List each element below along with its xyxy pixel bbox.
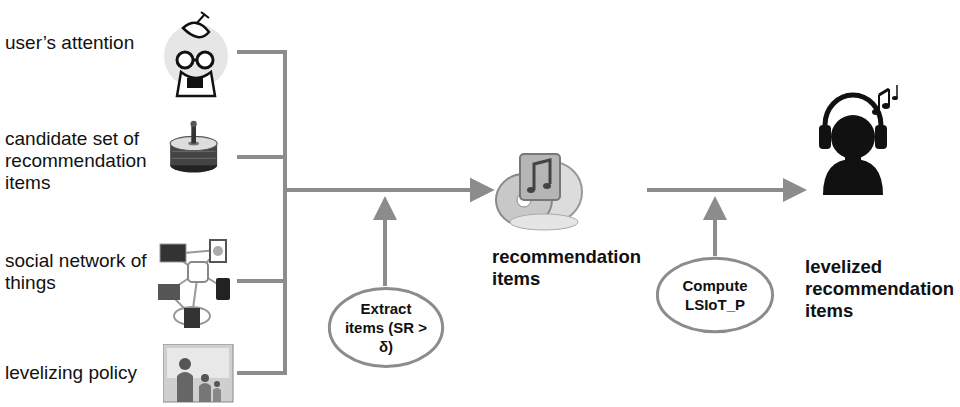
node-label: social network of things [5,250,162,294]
node-label: Extract items (SR > δ) [327,299,445,356]
item-icon [492,148,584,234]
item-icon [813,84,903,196]
flow-arrow [237,157,490,190]
item-node: levelized recommendation items [805,84,957,336]
flow-arrow [237,190,490,373]
node-label: user’s attention [5,32,162,54]
item-node: social network of things [5,228,237,334]
node-label: recommendation items [492,246,647,290]
extract-pointer [383,200,387,286]
node-label: Compute LSIoT_P [655,276,775,314]
item-icon [163,344,235,404]
flow-arrow [237,190,490,281]
item-node: recommendation items [492,148,647,293]
item-node: candidate set of recommendation items [5,112,237,202]
flow-arrow [237,52,490,190]
node-label: candidate set of recommendation items [5,128,162,194]
item-node: levelizing policy [5,340,237,406]
node-label: levelized recommendation items [805,256,957,322]
item-icon [158,232,234,332]
ellipse-outline [655,256,775,334]
process-ellipse: Compute LSIoT_P [655,256,775,334]
node-label: levelizing policy [5,362,162,384]
flow-arrow [647,188,803,192]
process-ellipse: Extract items (SR > δ) [327,286,445,369]
item-node: user’s attention [5,2,237,102]
item-icon [163,8,233,100]
compute-pointer [713,200,717,256]
item-icon [163,120,229,192]
